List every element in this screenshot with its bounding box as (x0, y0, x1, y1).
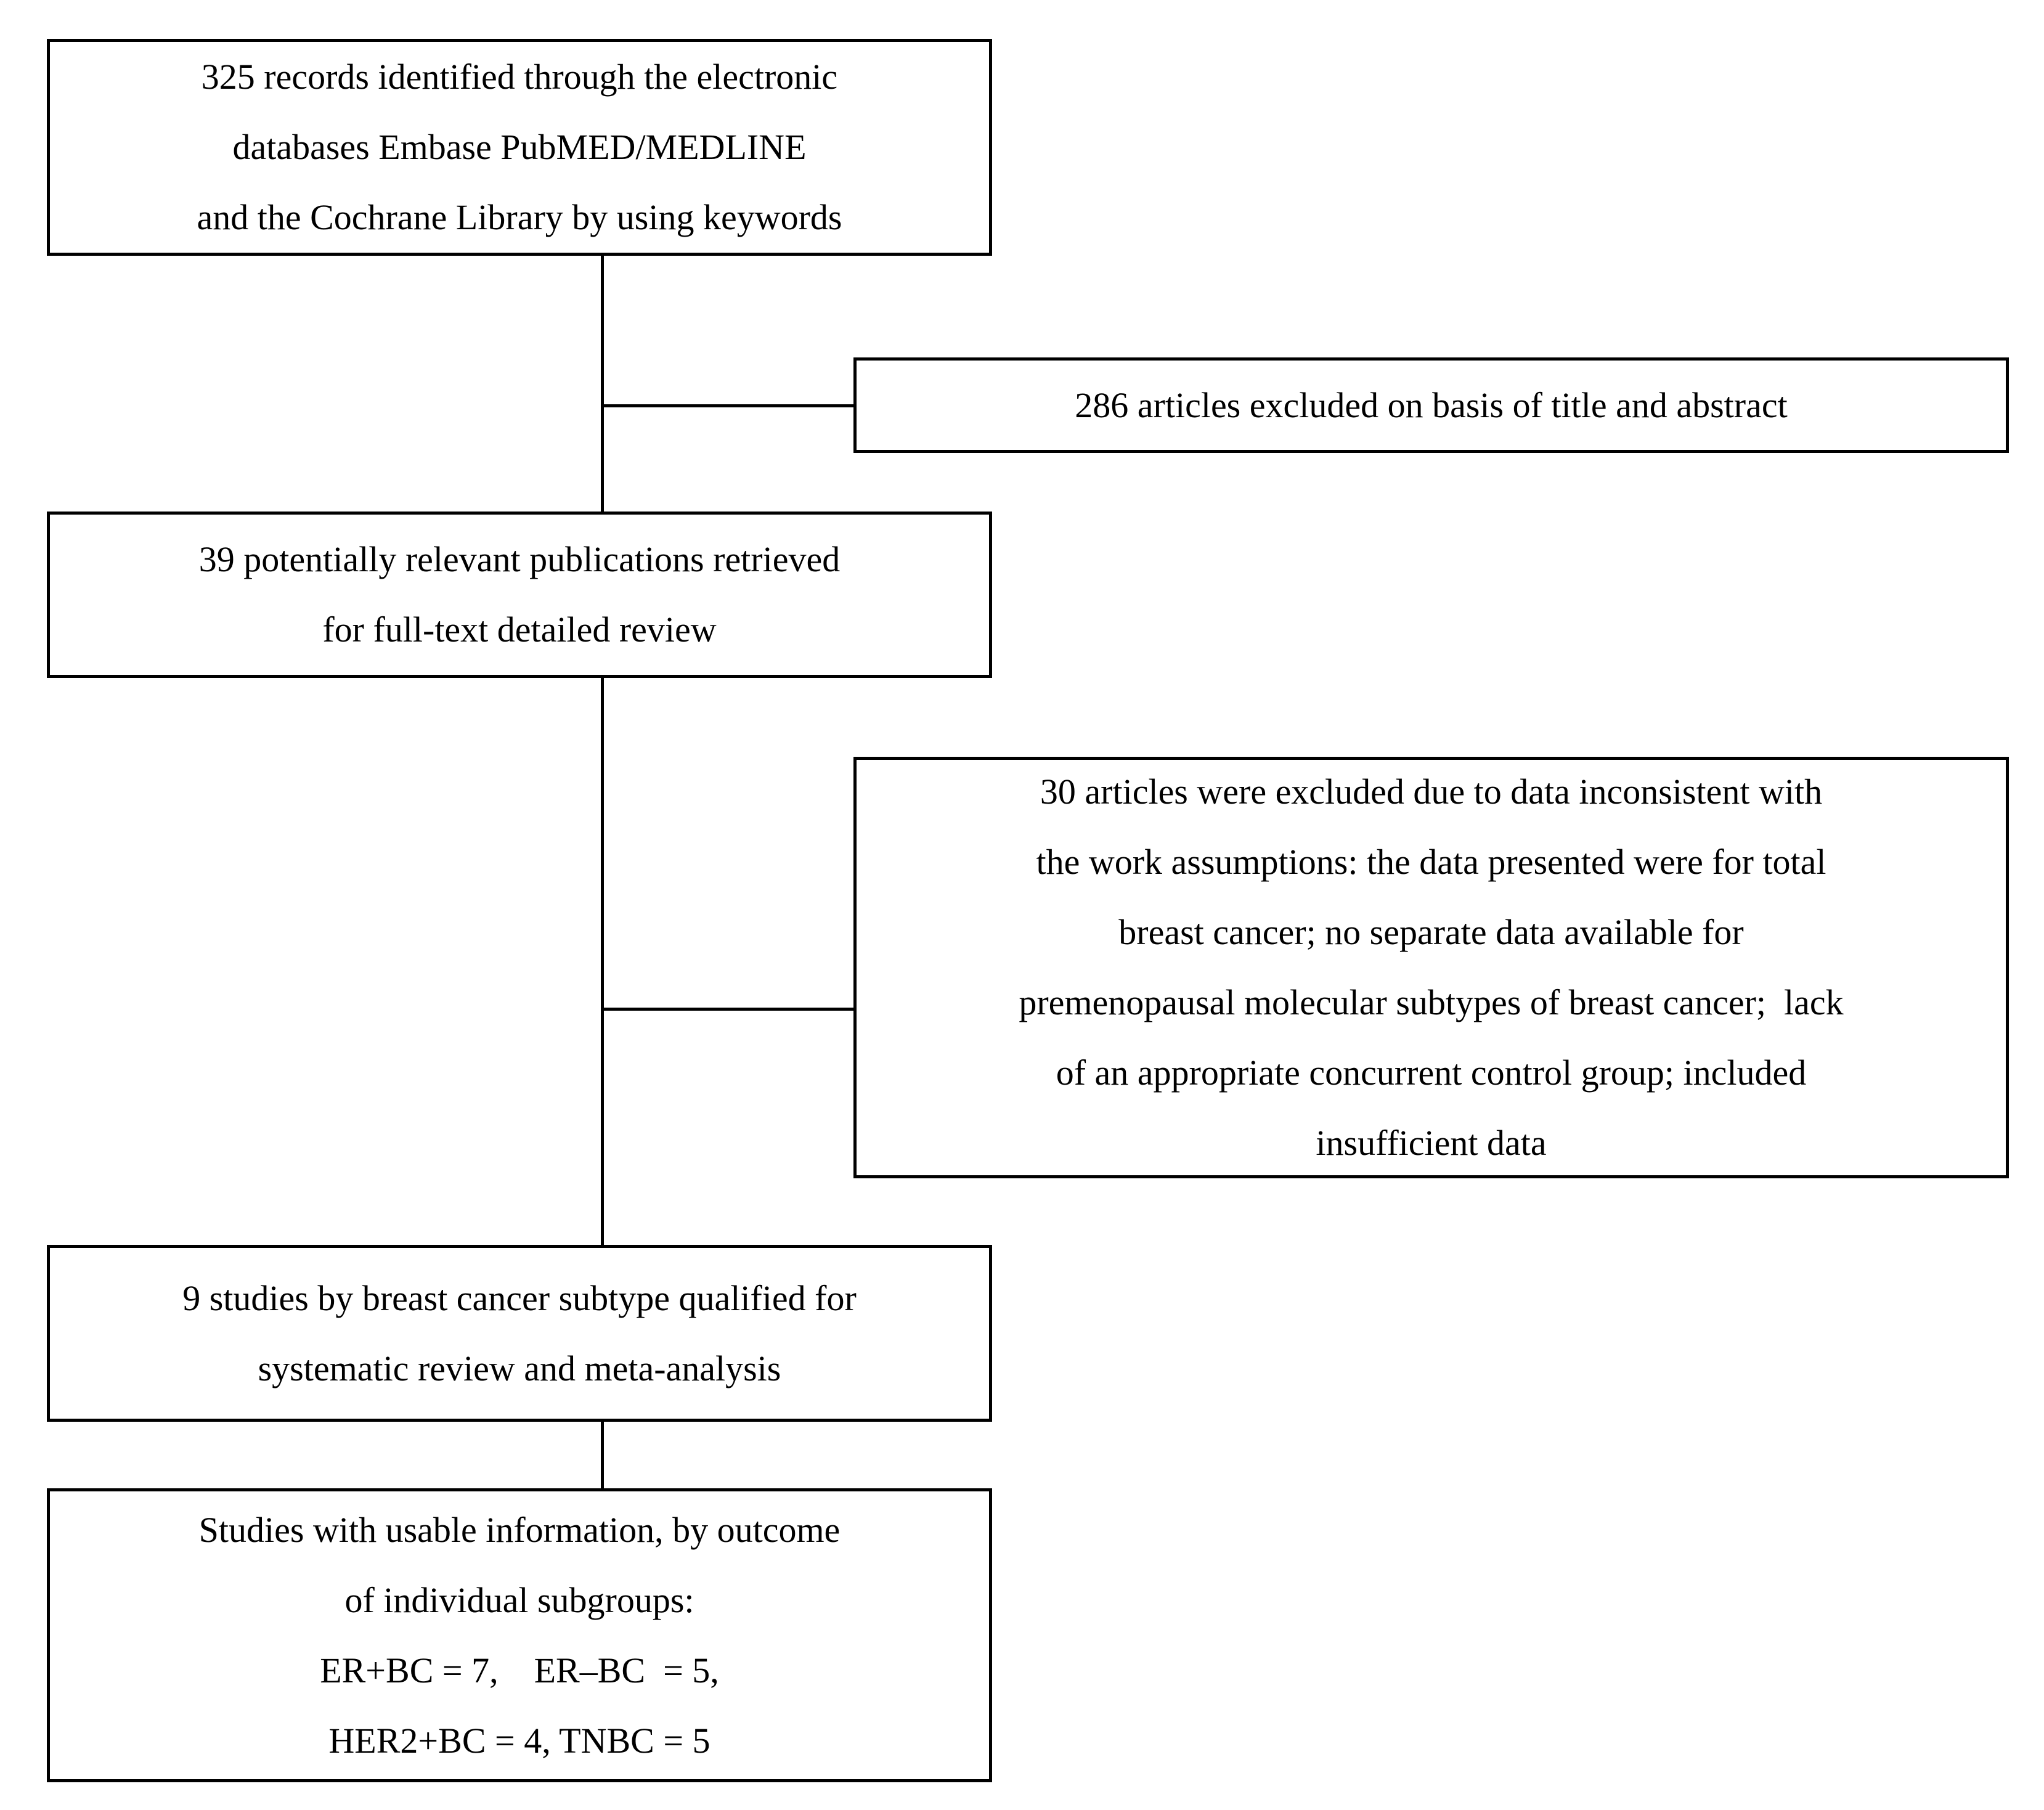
box-qualified-studies-text: 9 studies by breast cancer subtype quali… (182, 1278, 857, 1388)
box-excluded-fulltext-text: 30 articles were excluded due to data in… (1019, 772, 1844, 1163)
connector-vertical-fulltext-to-qualified (601, 678, 604, 1248)
box-fulltext-review-text: 39 potentially relevant publications ret… (198, 539, 841, 650)
box-usable-studies: Studies with usable information, by outc… (47, 1488, 992, 1782)
box-records-identified: 325 records identified through the elect… (47, 39, 992, 256)
connector-horizontal-to-excluded-title-abstract (602, 404, 856, 407)
box-fulltext-review: 39 potentially relevant publications ret… (47, 512, 992, 678)
connector-vertical-qualified-to-usable (601, 1422, 604, 1491)
box-excluded-fulltext: 30 articles were excluded due to data in… (853, 757, 2009, 1178)
connector-vertical-records-to-fulltext (601, 256, 604, 515)
box-qualified-studies: 9 studies by breast cancer subtype quali… (47, 1245, 992, 1422)
connector-horizontal-to-excluded-fulltext (602, 1008, 856, 1011)
box-usable-studies-text: Studies with usable information, by outc… (198, 1509, 841, 1761)
box-excluded-title-abstract-text: 286 articles excluded on basis of title … (1075, 385, 1788, 425)
box-records-identified-text: 325 records identified through the elect… (197, 57, 842, 237)
box-excluded-title-abstract: 286 articles excluded on basis of title … (853, 357, 2009, 453)
